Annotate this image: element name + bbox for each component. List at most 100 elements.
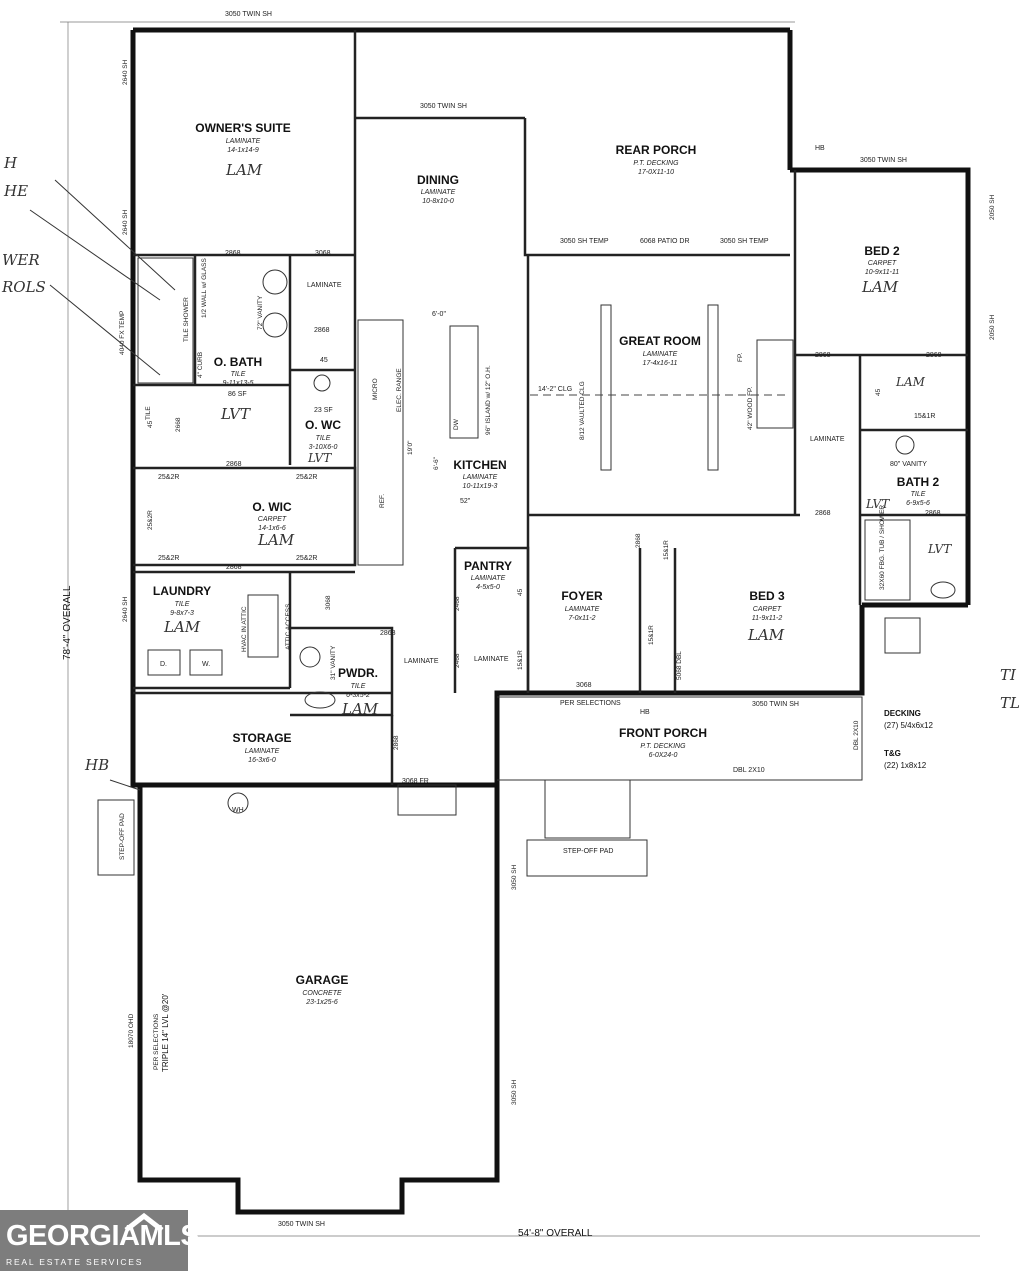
room-material-foyer: LAMINATE [565, 606, 600, 613]
tg-title: T&G [884, 749, 901, 758]
room-name-pantry: PANTRY [464, 559, 512, 573]
shelf-label: 25&2R [147, 510, 154, 530]
handwritten-note: TL [1000, 694, 1020, 712]
floor-material: LAMINATE [810, 436, 845, 443]
floor-material: TILE [145, 406, 152, 420]
dimension-label: 52" [460, 498, 471, 505]
ceiling-label: 8/12 VAULTED CLG [579, 381, 586, 440]
handwritten-note: LVT [220, 405, 251, 423]
handwritten-note: LAM [341, 700, 379, 718]
room-name-foyer: FOYER [561, 589, 603, 603]
fireplace-label: 42" WOOD FP. [747, 386, 754, 430]
shelf-label: 15&1R [648, 625, 655, 645]
door-label: 3068 [325, 595, 332, 610]
room-material-garage: CONCRETE [302, 990, 342, 997]
room-dims-bed-2: 10-9x11-11 [865, 269, 899, 276]
window-label: 3050 SH TEMP [720, 238, 769, 245]
room-name-laundry: LAUNDRY [153, 584, 211, 598]
room-name-bed-3: BED 3 [749, 589, 785, 603]
door-label: 2868 [635, 533, 642, 548]
door-label: 2468 [454, 596, 461, 611]
shelf-label: 45 [517, 588, 524, 596]
water-heater-label: WH [232, 807, 244, 814]
room-name-kitchen: KITCHEN [453, 458, 506, 472]
leader-line [54, 179, 176, 291]
room-name-bath-2: BATH 2 [897, 475, 940, 489]
room-material-kitchen: LAMINATE [463, 474, 498, 481]
annotations: 3050 TWIN SH 3050 TWIN SH 3050 TWIN SH 3… [62, 11, 996, 1239]
room-name-storage: STORAGE [232, 731, 291, 745]
room-dims-garage: 23-1x25-6 [305, 999, 338, 1006]
room-material-bed-3: CARPET [753, 606, 782, 613]
island-label: 96" ISLAND w/ 12" O.H. [485, 365, 492, 435]
appliance-label: DW [453, 418, 460, 430]
door-label: 2868 [393, 735, 400, 750]
tub-label: 32X60 FBG. TUB / SHOWER [879, 505, 886, 590]
shelf-label: 15&1R [663, 540, 670, 560]
selection-label: PER SELECTIONS [560, 700, 621, 707]
logo-tagline: REAL ESTATE SERVICES [6, 1257, 144, 1267]
fireplace-label: FP. [737, 353, 744, 362]
window-label: 2640 SH [122, 596, 129, 622]
shelf-label: 25&2R [296, 555, 317, 562]
door-label: 6068 PATIO DR [640, 238, 690, 245]
leader-line [29, 209, 161, 301]
door-label: 3068 FR [402, 778, 429, 785]
handwritten-note: LAM [257, 531, 295, 549]
room-material-o-bath: TILE [231, 371, 246, 378]
attic-label: ATTIC ACCESS [285, 603, 292, 650]
room-dims-front-porch: 6-0X24-0 [649, 752, 678, 759]
door-label: 2868 [815, 352, 831, 359]
shelf-label: 15&1R [914, 413, 935, 420]
door-label: 2468 [454, 653, 461, 668]
shelf-label: 45 [147, 420, 154, 428]
vanity-label: 72" VANITY [257, 295, 264, 330]
handwritten-note: LAM [225, 161, 263, 179]
beam-label: DBL 2X10 [733, 767, 765, 774]
window-label: 3050 SH TEMP [560, 238, 609, 245]
half-wall-label: 1/2 WALL w/ GLASS [201, 257, 208, 318]
room-material-front-porch: P.T. DECKING [640, 743, 686, 750]
exterior-walls [130, 27, 971, 1215]
area-label: 23 SF [314, 407, 333, 414]
room-dims-rear-porch: 17-0X11-10 [638, 169, 674, 176]
handwritten-note: TI [1000, 666, 1017, 684]
leader-line [49, 284, 161, 376]
handwritten-note: LAM [747, 626, 785, 644]
dimension-label: 6'-6" [433, 456, 440, 470]
handwritten-note: LVT [307, 451, 332, 465]
step-off-label: STEP-OFF PAD [563, 848, 613, 855]
shelf-label: 15&1R [517, 650, 524, 670]
shelf-label: 25&2R [296, 474, 317, 481]
window-label: 2050 SH [989, 314, 996, 340]
door-label: 3068 [315, 250, 331, 257]
decking-title: DECKING [884, 709, 921, 718]
room-dims-kitchen: 10-11x19-3 [463, 483, 498, 490]
room-material-o-wc: TILE [316, 435, 331, 442]
room-name-o-wc: O. WC [305, 418, 341, 432]
overall-width: 54'-8" OVERALL [518, 1228, 593, 1239]
washer-label: W. [202, 661, 210, 668]
room-dims-o-wic: 14-1x6-6 [258, 525, 286, 532]
floor-material: LAMINATE [474, 656, 509, 663]
door-label: 2868 [225, 250, 241, 257]
beam-label: DBL 2X10 [853, 720, 860, 750]
window-label: 3050 TWIN SH [420, 103, 467, 110]
room-name-rear-porch: REAR PORCH [616, 143, 697, 157]
appliance-label: REF. [379, 494, 386, 508]
step-off-label: STEP-OFF PAD [119, 813, 126, 860]
handwritten-note: LAM [163, 618, 201, 636]
floor-material: LAMINATE [307, 282, 342, 289]
room-name-o-bath: O. BATH [214, 355, 262, 369]
vanity-label: 80" VANITY [890, 461, 927, 468]
door-label: 5068 DBL [676, 651, 683, 680]
window-label: 3050 SH [511, 1079, 518, 1105]
window-label: 2050 SH [989, 194, 996, 220]
hose-bib-label: HB [640, 709, 650, 716]
window-label: 3050 TWIN SH [225, 11, 272, 18]
room-name-bed-2: BED 2 [864, 244, 900, 258]
room-dims-bed-3: 11-9x11-2 [752, 615, 783, 622]
door-label: 2868 [926, 352, 942, 359]
handwritten-note: HB [84, 756, 109, 774]
room-material-pwdr: TILE [351, 683, 366, 690]
